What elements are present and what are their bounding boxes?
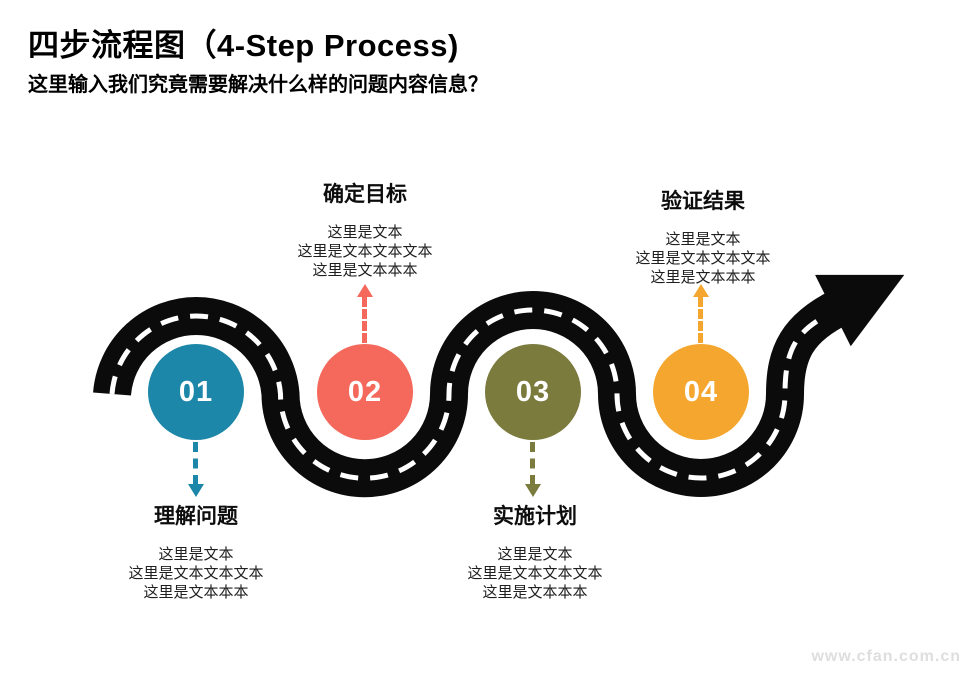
step-4-connector-line	[698, 297, 703, 343]
step-2-number: 02	[347, 375, 383, 408]
road-lane-marking	[109, 307, 824, 481]
page-title: 四步流程图（4-Step Process)	[28, 28, 459, 63]
watermark: www.cfan.com.cn	[811, 648, 961, 665]
step-2-text-line: 这里是文本文本文本	[297, 243, 433, 260]
step-1-label: 理解问题 这里是文本 这里是文本文本文本 这里是文本本本	[128, 500, 263, 602]
step-1-text-line: 这里是文本	[158, 546, 234, 563]
step-1-text-line: 这里是文本本本	[143, 584, 249, 601]
step-2-circle: 02	[317, 344, 413, 440]
step-3-number: 03	[515, 375, 551, 408]
step-3-text-line: 这里是文本文本文本	[467, 565, 603, 582]
step-3-title: 实施计划	[492, 505, 577, 528]
step-4-number: 04	[683, 375, 719, 408]
arrow-down-icon	[525, 484, 541, 497]
step-2-text-line: 这里是文本	[327, 224, 403, 241]
step-3-label: 实施计划 这里是文本 这里是文本文本文本 这里是文本本本	[467, 500, 602, 602]
step-2-connector-line	[362, 297, 367, 343]
arrow-up-icon	[693, 284, 709, 297]
arrow-up-icon	[357, 284, 373, 297]
page-subtitle: 这里输入我们究竟需要解决什么样的问题内容信息？	[28, 74, 488, 96]
step-4-text-line: 这里是文本本本	[650, 269, 756, 286]
step-2-label: 确定目标 这里是文本 这里是文本文本文本 这里是文本本本	[297, 178, 432, 280]
step-4-circle: 04	[653, 344, 749, 440]
step-1-title: 理解问题	[153, 505, 238, 528]
step-2-title: 确定目标	[322, 183, 407, 206]
step-3-text-line: 这里是文本本本	[482, 584, 588, 601]
step-3-connector-line	[530, 442, 535, 485]
step-3-text-line: 这里是文本	[497, 546, 573, 563]
step-1-number: 01	[178, 375, 214, 408]
step-4-title: 验证结果	[660, 190, 745, 213]
step-4-text-line: 这里是文本文本文本	[635, 250, 771, 267]
step-1-circle: 01	[148, 344, 244, 440]
step-2-text-line: 这里是文本本本	[312, 262, 418, 279]
arrow-down-icon	[188, 484, 204, 497]
step-1-text-line: 这里是文本文本文本	[128, 565, 264, 582]
step-4-text-line: 这里是文本	[665, 231, 741, 248]
step-3-circle: 03	[485, 344, 581, 440]
step-1-connector-line	[193, 442, 198, 485]
step-4-label: 验证结果 这里是文本 这里是文本文本文本 这里是文本本本	[635, 185, 770, 287]
